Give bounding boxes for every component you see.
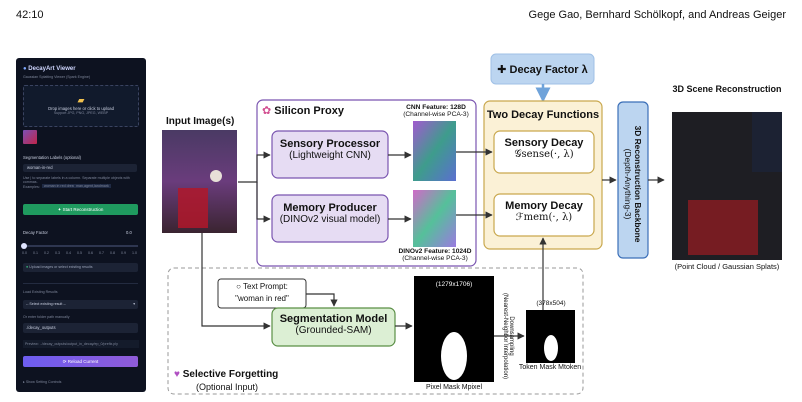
arrow-input-to-segmentation: [201, 233, 271, 330]
decay-factor-label: ✚ Decay Factor λ: [497, 64, 588, 76]
folder-input[interactable]: ./decay_outputs: [23, 323, 138, 333]
selective-forgetting-title: ♥ Selective Forgetting: [174, 369, 279, 380]
decayart-viewer-panel: ● DecayArt Viewer Gaussian Splatting Vie…: [16, 58, 146, 392]
decay-tick-label: 0.2: [44, 251, 49, 255]
rocket-icon: ✦: [57, 207, 62, 212]
authors: Gege Gao, Bernhard Schölkopf, and Andrea…: [528, 9, 786, 21]
memory-decay-label: Memory Decay ℱmem(·, λ): [505, 200, 583, 223]
decay-ticks: 0.0 0.1 0.2 0.3 0.4 0.5 0.6 0.7 0.8 0.9 1.0: [22, 251, 140, 257]
example-chip[interactable]: woman in red dress: [42, 184, 78, 188]
folder-label: Or enter folder path manually: [23, 315, 70, 319]
decay-tick-label: 0.1: [33, 251, 38, 255]
decay-tick-label: 0.0: [22, 251, 27, 255]
red-splats: [688, 200, 758, 255]
app-title: ● DecayArt Viewer: [23, 66, 76, 72]
chevron-down-icon: ▾: [133, 302, 135, 306]
decay-tick-label: 0.7: [99, 251, 104, 255]
heart-icon: ♥: [174, 369, 180, 380]
decay-factor-label: Decay Factor: [23, 230, 48, 235]
input-title: Input Image(s): [166, 116, 235, 127]
selective-forgetting-region: [167, 267, 584, 395]
uploaded-thumbnail[interactable]: [23, 130, 37, 144]
decay-tick-label: 0.4: [66, 251, 71, 255]
pixel-mask-dims: (1279x1706): [435, 281, 473, 288]
memory-producer-label: Memory Producer (DINOv2 visual model): [279, 202, 381, 225]
app-subtitle: Gaussian Splatting Viewer (Spark Engine): [23, 75, 91, 79]
memory-decay-box: [493, 193, 595, 237]
decay-slider[interactable]: [21, 243, 138, 249]
arrow-input-to-memory: [256, 182, 271, 223]
brain-icon: ✿: [262, 105, 272, 117]
speech-bubble-icon: ○: [236, 282, 241, 291]
reload-icon: ⟳: [62, 359, 67, 364]
recon-caption: (Point Cloud / Gaussian Splats): [674, 262, 780, 271]
decay-tick-label: 0.9: [121, 251, 126, 255]
cnn-feature-map: [413, 121, 456, 181]
preview-path: Preview: ../decay_outputs/output_in_deca…: [23, 340, 139, 348]
arrow-input-to-sensory: [238, 151, 271, 183]
dinov2-feature-caption: DINOv2 Feature: 1024D (Channel-wise PCA-…: [398, 248, 472, 262]
status-bar: ● Upload images or select existing resul…: [23, 263, 138, 272]
gamepad-icon: ✚: [497, 64, 507, 76]
arrow-prompt-to-segmentation: [306, 293, 338, 307]
seg-help: Use | to separate labels in a column. Se…: [23, 176, 130, 184]
show-settings-link[interactable]: ▸ Show Setting Controls: [23, 380, 62, 384]
example-chip[interactable]: man,agent,landmark: [74, 184, 111, 188]
backbone-label: 3D Reconstruction Backbone (Depth-Anythi…: [623, 125, 643, 243]
sensory-processor-label: Sensory Processor (Lightweight CNN): [279, 138, 381, 161]
folder-icon: ▰: [77, 95, 85, 105]
sensory-decay-box: [493, 130, 595, 174]
load-label: Load Existing Results: [23, 290, 58, 294]
seg-label: Segmentation Labels (optional): [23, 155, 81, 160]
decay-tick-label: 0.3: [55, 251, 60, 255]
app-logo-icon: ●: [23, 66, 27, 72]
silicon-proxy-title: ✿ Silicon Proxy: [262, 105, 344, 117]
pixel-mask-caption: Pixel Mask Mpixel: [425, 384, 482, 391]
decay-factor-value: 0.0: [126, 230, 132, 235]
upload-dropzone[interactable]: ▰ Drop images here or click to upload Su…: [23, 85, 139, 127]
start-reconstruction-button[interactable]: ✦ Start Reconstruction: [23, 204, 138, 215]
upload-formats: Support JPG, PNG, JPEG, WEBP: [53, 111, 109, 115]
woman-in-red-figure: [178, 188, 208, 228]
status-dot-icon: ●: [26, 265, 29, 269]
decay-tick-label: 0.5: [77, 251, 82, 255]
sensory-decay-label: Sensory Decay 𝒢sense(·, λ): [504, 137, 584, 160]
recon-title: 3D Scene Reconstruction: [672, 84, 782, 94]
decay-tick-label: 1.0: [132, 251, 137, 255]
decay-tick-label: 0.6: [88, 251, 93, 255]
dinov2-feature-map: [413, 190, 456, 247]
chevron-right-icon: ▸: [23, 380, 25, 384]
upload-text: Drop images here or click to upload: [48, 106, 114, 111]
decay-tick-label: 0.8: [110, 251, 115, 255]
token-mask-caption: Token Mask Mtoken: [518, 364, 582, 371]
seg-input[interactable]: woman-in-red: [23, 164, 137, 172]
viewer-controls: [752, 112, 782, 172]
pixel-mask-silhouette: [441, 332, 467, 380]
decay-slider-handle[interactable]: [21, 243, 27, 249]
reload-current-button[interactable]: ⟳ Reload Current: [23, 356, 138, 367]
token-mask-dims: (378x504): [536, 300, 566, 307]
segmentation-label: Segmentation Model (Grounded-SAM): [279, 313, 388, 336]
divider: [23, 283, 138, 284]
text-prompt-label: ○ Text Prompt: "woman in red": [235, 282, 289, 303]
segmentation-model-box: [271, 307, 396, 347]
two-decay-title: Two Decay Functions: [486, 109, 600, 121]
examples-label: Examples:: [23, 185, 40, 189]
cnn-feature-caption: CNN Feature: 128D (Channel-wise PCA-3): [403, 104, 469, 118]
page-number: 42:10: [16, 9, 44, 21]
seated-figure: [210, 170, 222, 182]
token-mask-silhouette: [544, 335, 558, 361]
selective-forgetting-sub: (Optional Input): [196, 382, 259, 392]
result-select[interactable]: -- Select existing result --▾: [23, 300, 138, 309]
